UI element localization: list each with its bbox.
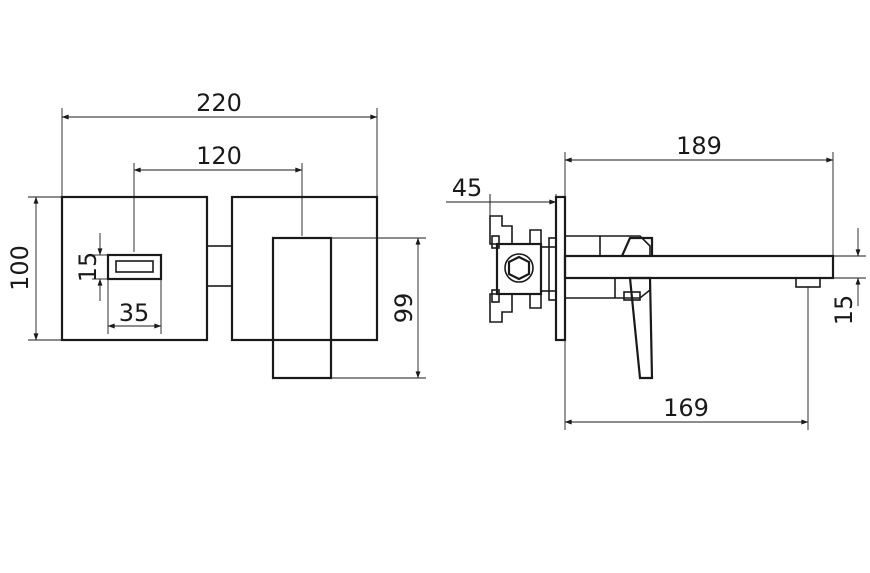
side-wall-plate bbox=[554, 195, 567, 342]
spout-aerator bbox=[795, 277, 821, 288]
dim-lever-height: 99 bbox=[390, 293, 418, 324]
right-wall-plate bbox=[230, 195, 379, 342]
dim-height: 100 bbox=[6, 245, 34, 291]
dim-spout-reach: 169 bbox=[663, 394, 709, 422]
dim-spout-height: 15 bbox=[74, 252, 102, 283]
lever-handle-side bbox=[628, 276, 654, 380]
lever-cap bbox=[620, 236, 654, 257]
dim-overall-depth: 189 bbox=[676, 132, 722, 160]
front-view: 220 120 100 15 35 99 bbox=[6, 89, 426, 380]
spout-outlet bbox=[115, 260, 154, 273]
dim-center-distance: 120 bbox=[196, 142, 242, 170]
mounting-flange bbox=[489, 215, 513, 245]
connector-bar bbox=[206, 245, 233, 287]
lever-handle-front bbox=[271, 236, 333, 380]
dim-spout-thickness: 15 bbox=[830, 295, 858, 326]
spout-face bbox=[106, 253, 163, 281]
valve-body bbox=[495, 242, 543, 296]
hex-socket bbox=[507, 255, 531, 281]
side-view: 189 45 169 15 bbox=[446, 132, 866, 430]
dim-spout-depth: 35 bbox=[119, 299, 150, 327]
dim-overall-width: 220 bbox=[196, 89, 242, 117]
dim-body-depth: 45 bbox=[452, 174, 483, 202]
spout-side bbox=[563, 254, 835, 280]
